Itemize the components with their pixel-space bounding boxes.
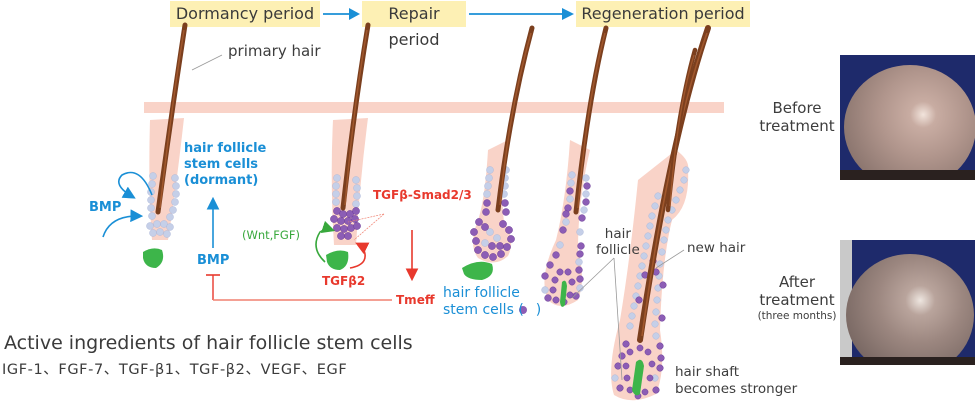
follicle-dormant [143, 22, 188, 268]
label-line: ) [535, 302, 542, 318]
label-note: (three months) [757, 310, 837, 322]
label-stem-cells-dormant: hair follicle stem cells (dormant) [184, 141, 266, 189]
after-treatment-photo [840, 240, 975, 365]
activated-stem-cells [330, 207, 361, 240]
label-line: Before [772, 99, 822, 117]
label-line: follicle [596, 242, 640, 258]
label-new-hair: new hair [687, 240, 746, 256]
ingredients-list: IGF-1、FGF-7、TGF-β1、TGF-β2、VEGF、EGF [2, 362, 348, 378]
label-line: (dormant) [184, 173, 259, 188]
label-line: becomes stronger [675, 381, 798, 397]
label-line: treatment [759, 291, 835, 309]
wnt-fgf-arrow [315, 220, 336, 263]
cell-cluster-dormant [146, 172, 180, 238]
label-line: After [778, 273, 816, 291]
label-line: hair shaft [675, 364, 740, 380]
label-bmp-center: BMP [197, 253, 230, 268]
label-before-treatment: Before treatment [754, 99, 840, 135]
follicle-new-hair [611, 25, 711, 401]
label-line: hair follicle [443, 285, 520, 301]
follicle-transition [462, 25, 535, 280]
label-stem-cells: hair follicle stem cells () [443, 285, 541, 319]
label-after-treatment: After treatment (three months) [754, 273, 840, 323]
tmeff-inhibits-bmp [206, 274, 392, 301]
follicle-regenerating [541, 25, 609, 307]
follicle-repair [326, 22, 371, 270]
period-arrow-2 [469, 8, 574, 20]
label-hair-follicle: hair follicle [596, 226, 640, 258]
before-treatment-photo [840, 55, 975, 180]
label-primary-hair: primary hair [228, 42, 321, 60]
label-tmeff: Tmeff [396, 293, 435, 307]
label-line: hair [604, 226, 631, 242]
label-line: stem cells ( [443, 302, 524, 318]
label-wnt-fgf: (Wnt,FGF) [242, 228, 300, 242]
dermal-papilla [143, 248, 164, 268]
period-arrow-1 [323, 8, 360, 20]
period-dormancy: Dormancy period [170, 1, 320, 27]
tgfb2-arrow [349, 242, 370, 269]
label-line: stem cells [184, 157, 259, 172]
stem-cell-legend-dot [519, 306, 527, 314]
label-bmp-left: BMP [89, 200, 122, 215]
period-repair: Repair period [362, 1, 466, 49]
label-line: treatment [759, 117, 835, 135]
bmp-input-arrow [102, 209, 144, 238]
ingredients-title: Active ingredients of hair follicle stem… [4, 332, 413, 354]
label-line: hair follicle [184, 141, 267, 156]
bmp-loop-arrow [118, 171, 153, 199]
period-regeneration: Regeneration period [576, 1, 750, 27]
label-tgfb-smad: TGFβ-Smad2/3 [373, 188, 472, 202]
label-tgfb2: TGFβ2 [322, 274, 366, 288]
skin-layer [144, 102, 724, 113]
label-hair-shaft: hair shaft becomes stronger [675, 364, 797, 398]
